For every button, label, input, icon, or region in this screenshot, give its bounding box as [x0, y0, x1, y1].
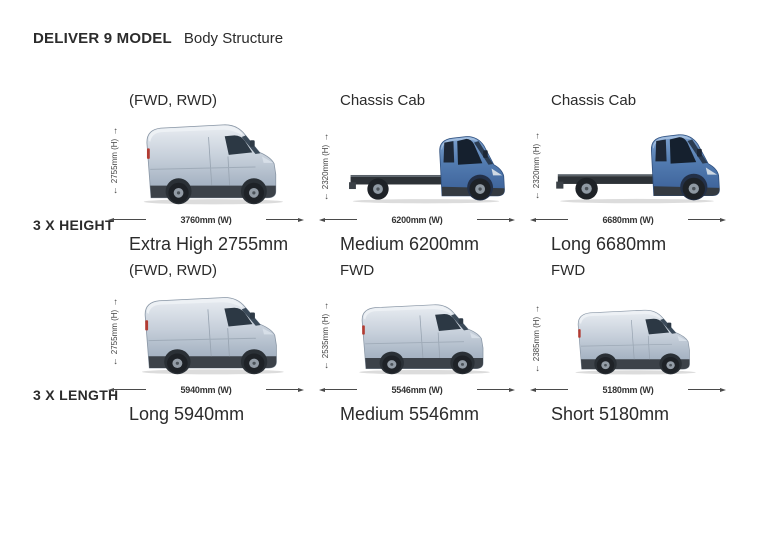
figure-caption: Medium 6200mm: [340, 234, 480, 254]
panel-van-medium-illustration: [350, 297, 502, 375]
width-dimension: 6680mm (W): [528, 214, 728, 225]
arrow-up-icon: →: [320, 132, 331, 142]
arrow-left-icon: [319, 387, 325, 392]
height-dimension: ← 2320mm (H) →: [317, 129, 334, 205]
width-dimension: 5940mm (W): [106, 384, 306, 395]
arrow-up-icon: →: [109, 126, 120, 136]
arrow-right-icon: [298, 387, 304, 392]
drivetrain-label: (FWD, RWD): [129, 262, 218, 279]
arrow-up-icon: →: [109, 297, 120, 307]
row-label-length: 3 X LENGTH: [33, 387, 119, 403]
arrow-left-icon: [108, 387, 114, 392]
panel-van-short-illustration: [567, 303, 707, 375]
figure-chassis-long: Chassis Cab ← 2320mm (H) → 6680mm (W) Long…: [528, 92, 728, 255]
height-dimension-label: 2755mm (H): [110, 138, 120, 183]
figure-chassis-medium: Chassis Cab ← 2320mm (H) → 6200mm (W) Medi…: [317, 92, 517, 255]
height-dimension: ← 2320mm (H) →: [528, 127, 545, 205]
arrow-right-icon: [720, 387, 726, 392]
arrow-down-icon: ←: [109, 185, 120, 195]
height-dimension-label: 2320mm (H): [321, 144, 331, 190]
arrow-up-icon: →: [320, 301, 331, 311]
figure-caption: Long 5940mm: [129, 404, 245, 424]
width-dimension: 5546mm (W): [317, 384, 517, 395]
height-variants-row: (FWD, RWD) ← 2755mm (H) → 3760mm (W) Extra…: [106, 92, 728, 255]
width-dimension: 3760mm (W): [106, 214, 306, 225]
height-dimension: ← 2755mm (H) →: [106, 116, 123, 205]
height-dimension-label: 2320mm (H): [532, 143, 542, 189]
figure-caption: Long 6680mm: [551, 234, 667, 254]
height-dimension: ← 2385mm (H) →: [528, 303, 545, 375]
width-dimension-label: 3760mm (W): [180, 214, 232, 225]
page-subtitle: Body Structure: [183, 30, 284, 47]
bodytype-label: Chassis Cab: [340, 92, 426, 109]
arrow-right-icon: [720, 217, 726, 222]
panel-van-high-illustration: [132, 289, 297, 375]
drivetrain-label: FWD: [551, 262, 586, 279]
model-name: DELIVER 9 MODEL: [33, 30, 172, 47]
panel-van-extra-high-illustration: [134, 116, 296, 205]
arrow-right-icon: [298, 217, 304, 222]
width-dimension-label: 5940mm (W): [180, 384, 232, 395]
width-dimension-label: 5546mm (W): [391, 384, 443, 395]
figure-caption: Medium 5546mm: [340, 404, 480, 424]
figure-caption: Short 5180mm: [551, 404, 670, 424]
width-dimension-label: 6200mm (W): [391, 214, 443, 225]
figure-short-van: FWD ← 2385mm (H) → 5180mm (W) Short 5180mm: [528, 262, 728, 425]
arrow-left-icon: [530, 387, 536, 392]
bodytype-label: Chassis Cab: [551, 92, 637, 109]
page-title: DELIVER 9 MODEL Body Structure: [33, 30, 283, 47]
figure-extra-high: (FWD, RWD) ← 2755mm (H) → 3760mm (W) Extra…: [106, 92, 306, 255]
width-dimension: 6200mm (W): [317, 214, 517, 225]
arrow-down-icon: ←: [531, 191, 542, 201]
arrow-up-icon: →: [531, 304, 542, 314]
width-dimension: 5180mm (W): [528, 384, 728, 395]
arrow-right-icon: [509, 387, 515, 392]
chassis-cab-illustration: [553, 127, 721, 205]
figure-medium-van: FWD ← 2535mm (H) → 5546mm (W) Medium 5546m…: [317, 262, 517, 425]
arrow-right-icon: [509, 217, 515, 222]
width-dimension-label: 6680mm (W): [602, 214, 654, 225]
arrow-down-icon: ←: [109, 357, 120, 367]
height-dimension-label: 2535mm (H): [321, 313, 331, 359]
arrow-up-icon: →: [531, 131, 542, 141]
figure-long-van: (FWD, RWD) ← 2755mm (H) → 5940mm (W) Long …: [106, 262, 306, 425]
arrow-down-icon: ←: [531, 364, 542, 374]
figure-caption: Extra High 2755mm: [129, 234, 289, 254]
arrow-left-icon: [319, 217, 325, 222]
height-dimension: ← 2755mm (H) →: [106, 289, 123, 375]
arrow-down-icon: ←: [320, 192, 331, 202]
height-dimension-label: 2755mm (H): [110, 309, 120, 355]
row-label-height: 3 X HEIGHT: [33, 217, 114, 233]
arrow-down-icon: ←: [320, 361, 331, 371]
drivetrain-label: FWD: [340, 262, 375, 279]
chassis-cab-illustration: [346, 129, 506, 205]
length-variants-row: (FWD, RWD) ← 2755mm (H) → 5940mm (W) Long …: [106, 262, 728, 425]
height-dimension-label: 2385mm (H): [532, 316, 542, 362]
arrow-left-icon: [108, 217, 114, 222]
drivetrain-label: (FWD, RWD): [129, 92, 218, 109]
arrow-left-icon: [530, 217, 536, 222]
width-dimension-label: 5180mm (W): [602, 384, 654, 395]
height-dimension: ← 2535mm (H) →: [317, 297, 334, 375]
